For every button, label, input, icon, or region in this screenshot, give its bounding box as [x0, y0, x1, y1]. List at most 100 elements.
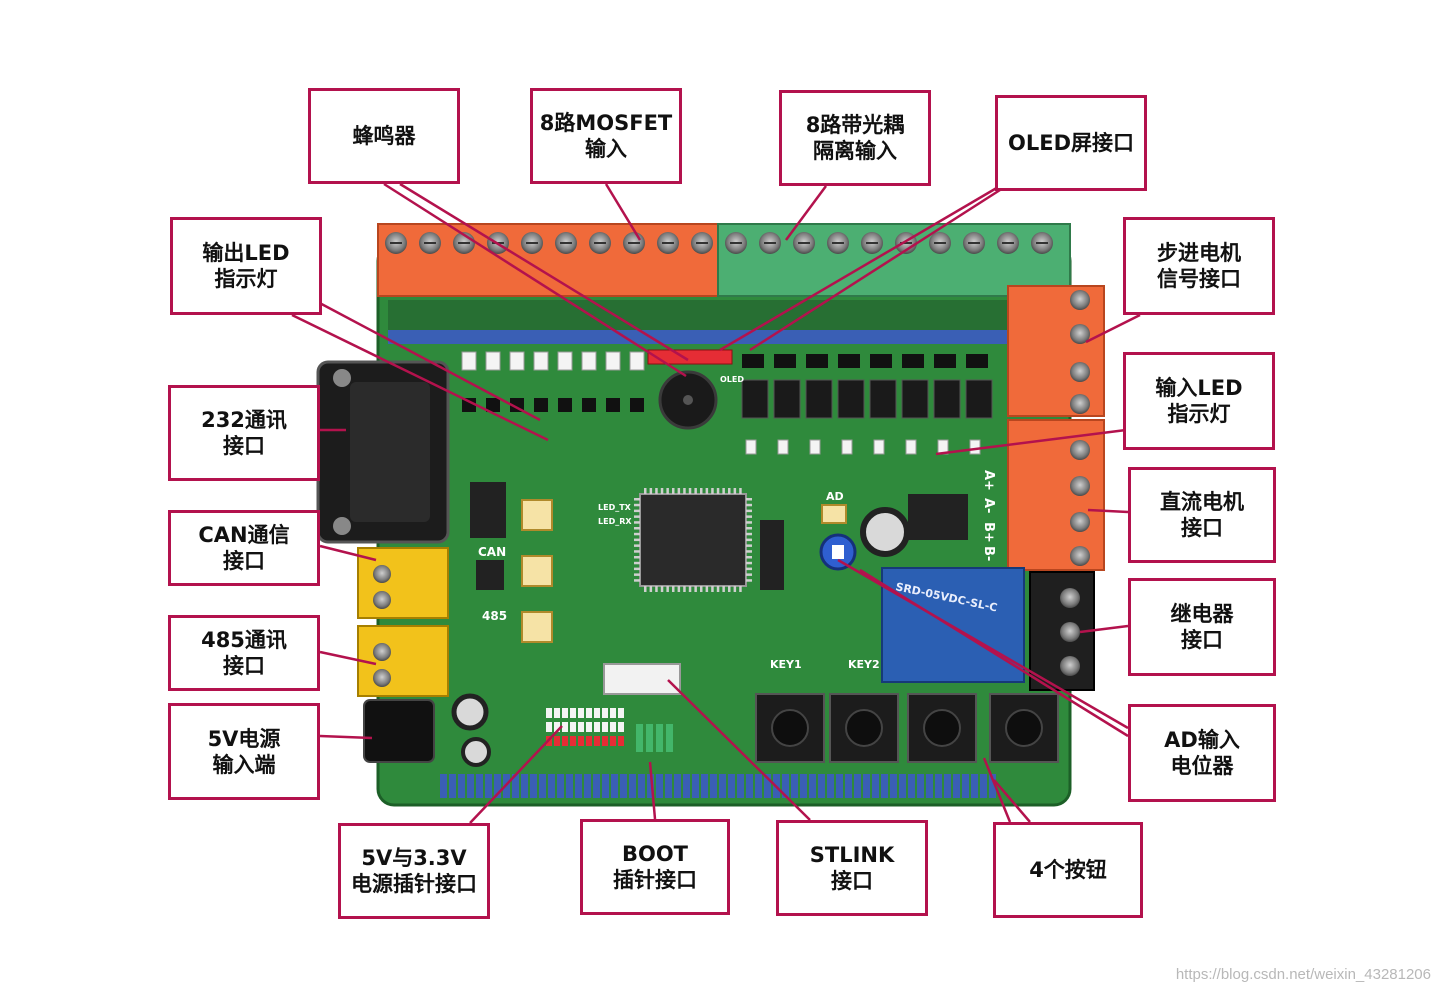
- leader-line: [667, 679, 811, 821]
- callout-line: 指示灯: [1167, 402, 1231, 426]
- leader-line: [291, 313, 549, 442]
- callout-line: 接口: [1181, 628, 1223, 652]
- callout-line: 插针接口: [613, 868, 697, 892]
- dc-b-minus-label: B-: [981, 546, 996, 561]
- callout-buttons: 4个按钮: [993, 822, 1143, 918]
- callout-ad-input: AD输入电位器: [1128, 704, 1276, 802]
- resistor: [742, 354, 764, 368]
- leader-line: [319, 734, 373, 740]
- callout-line: 电位器: [1170, 754, 1234, 778]
- callout-optocoupler: 8路带光耦隔离输入: [779, 90, 931, 186]
- terminal-screw: [1070, 324, 1090, 344]
- mcu-chip: [639, 493, 747, 587]
- input-led: [745, 439, 757, 455]
- optocoupler-chip: [773, 379, 801, 419]
- leader-line: [1087, 508, 1129, 514]
- dc-a-plus-label: A+: [981, 470, 996, 491]
- leader-line: [1079, 624, 1129, 634]
- optocoupler-chip: [741, 379, 769, 419]
- terminal-screw: [1070, 290, 1090, 310]
- callout-line: 信号接口: [1157, 267, 1241, 291]
- callout-rs232: 232通讯接口: [168, 385, 320, 481]
- resistor: [966, 354, 988, 368]
- terminal-screw: [1060, 622, 1080, 642]
- leader-line: [993, 779, 1031, 823]
- callout-line: 电源插针接口: [351, 872, 477, 896]
- optocoupler-chip: [869, 379, 897, 419]
- oled-header: [647, 349, 733, 365]
- stlink-connector: [603, 663, 681, 695]
- input-led: [777, 439, 789, 455]
- callout-line: 输入端: [212, 752, 276, 777]
- output-led: [485, 351, 501, 371]
- input-led: [873, 439, 885, 455]
- callout-line: 5V与3.3V: [361, 846, 467, 870]
- optocoupler-chip: [805, 379, 833, 419]
- watermark: https://blog.csdn.net/weixin_43281206: [1175, 966, 1431, 983]
- leader-line: [313, 298, 541, 422]
- leader-line: [319, 650, 377, 666]
- callout-line: 步进电机: [1157, 241, 1241, 265]
- resistor: [870, 354, 892, 368]
- callout-relay: 继电器接口: [1128, 578, 1276, 676]
- callout-line: OLED屏接口: [1007, 131, 1134, 155]
- rs485-board-label: 485: [482, 609, 507, 623]
- optocoupler-chip: [933, 379, 961, 419]
- resistor: [934, 354, 956, 368]
- resistor: [486, 398, 500, 412]
- callout-line: 继电器: [1170, 602, 1234, 626]
- callout-can: CAN通信接口: [168, 510, 320, 586]
- callout-line: 485通讯: [201, 628, 287, 652]
- callout-line: 8路MOSFET: [539, 111, 673, 135]
- callout-line: STLINK: [809, 843, 895, 867]
- callout-line: BOOT: [621, 842, 689, 866]
- dc-b-plus-label: B+: [981, 522, 996, 543]
- callout-buzzer: 蜂鸣器: [308, 88, 460, 184]
- input-led: [969, 439, 981, 455]
- resistor: [606, 398, 620, 412]
- resistor: [806, 354, 828, 368]
- callout-oled: OLED屏接口: [995, 95, 1147, 191]
- terminal-screw: [1070, 546, 1090, 566]
- callout-line: 接口: [831, 869, 873, 893]
- leader-line: [604, 183, 642, 241]
- callout-line: 直流电机: [1160, 490, 1244, 514]
- callout-line: 接口: [223, 654, 265, 678]
- input-led: [905, 439, 917, 455]
- callout-line: 232通讯: [201, 408, 287, 432]
- terminal-screw: [1060, 656, 1080, 676]
- relay: [881, 567, 1025, 683]
- led-tx-board-label: LED_TX: [598, 503, 632, 512]
- leader-line: [1085, 313, 1141, 344]
- output-led: [533, 351, 549, 371]
- led-rx-board-label: LED_RX: [598, 517, 632, 526]
- callout-line: 4个按钮: [1029, 858, 1107, 882]
- optocoupler-chip: [901, 379, 929, 419]
- oled-board-label: OLED: [720, 375, 744, 384]
- terminal-screw: [1070, 440, 1090, 460]
- leader-line: [319, 544, 377, 562]
- optocoupler-chip: [837, 379, 865, 419]
- resistor: [582, 398, 596, 412]
- terminal-screw: [1070, 476, 1090, 496]
- callout-rs485: 485通讯接口: [168, 615, 320, 691]
- leader-line: [749, 188, 1001, 352]
- rs485-terminal-block: [357, 625, 449, 697]
- resistor: [902, 354, 924, 368]
- leader-line: [399, 182, 689, 362]
- terminal-screw: [1070, 394, 1090, 414]
- resistor: [558, 398, 572, 412]
- input-led: [841, 439, 853, 455]
- output-led: [605, 351, 621, 371]
- callout-line: 隔离输入: [813, 139, 897, 163]
- output-led: [581, 351, 597, 371]
- resistor: [630, 398, 644, 412]
- dc-a-minus-label: A-: [981, 498, 996, 513]
- optocoupler-chip: [965, 379, 993, 419]
- output-led: [461, 351, 477, 371]
